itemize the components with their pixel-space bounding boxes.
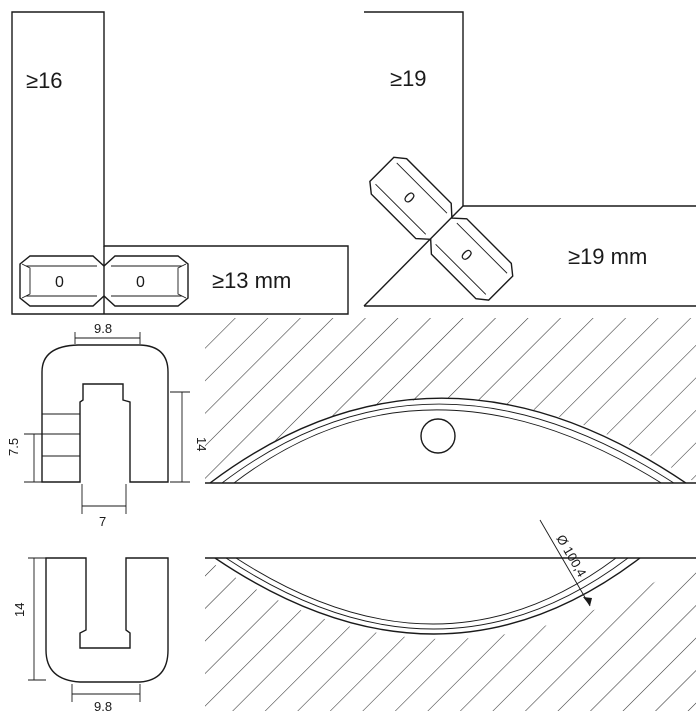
hole [420,418,456,454]
left-biscuit-mark-a: 0 [55,274,64,291]
profile-bottom: 14 9.8 [12,557,169,711]
slot-view-top [205,318,696,483]
bottom-height-label: 14 [12,603,27,617]
right-bottom-label: ≥19 mm [568,244,647,269]
left-corner-joint: ≥16 ≥13 mm 0 0 [11,11,349,315]
top-lip-label: 7.5 [6,438,21,456]
top-slot-label: 7 [99,514,106,529]
profile-top: 9.8 14 7.5 7 [6,321,209,529]
top-width-label: 9.8 [94,321,112,336]
left-bottom-label: ≥13 mm [212,268,291,293]
right-corner-joint: ≥19 ≥19 mm 0 0 [363,11,696,307]
right-side-label: ≥19 [390,66,427,91]
right-biscuit-mark-b: 0 [457,246,475,264]
right-biscuit-mark-a: 0 [400,189,418,207]
left-side-label: ≥16 [26,68,63,93]
slot-view-bottom [205,558,696,711]
left-biscuit-mark-b: 0 [136,274,145,291]
left-biscuit: 0 0 [19,255,189,307]
bottom-width-label: 9.8 [94,699,112,711]
